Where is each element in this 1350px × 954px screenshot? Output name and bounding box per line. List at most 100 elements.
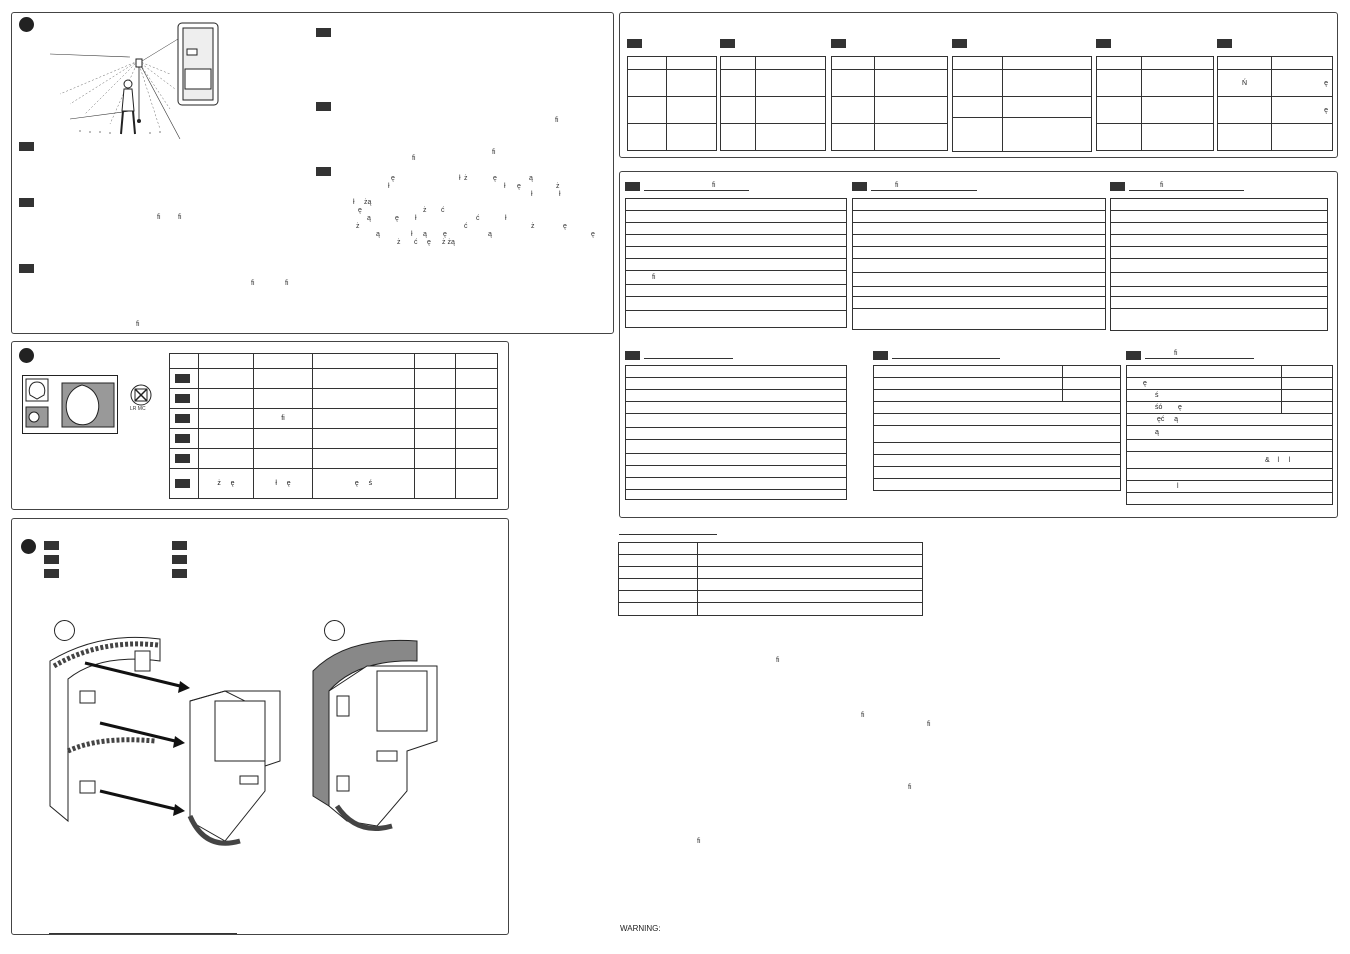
step-marker-1: [19, 17, 34, 32]
assembly-drawing-exploded: [49, 636, 281, 846]
glyph: ć: [441, 207, 445, 214]
glyph: ę: [391, 175, 395, 182]
label-tag: [1126, 351, 1141, 360]
glyph: ć: [414, 239, 418, 246]
glyph: l: [1177, 483, 1179, 490]
glyph: ﬁ: [178, 214, 182, 221]
label-tag: [172, 541, 187, 550]
glyph: ł: [504, 183, 506, 190]
label-tag: [625, 351, 640, 360]
step-marker-2: [19, 348, 34, 363]
manufacturer-mark: LR MC: [130, 406, 146, 412]
glyph: &: [1265, 456, 1270, 464]
function-list-4: [625, 365, 847, 500]
glyph: ż: [356, 223, 360, 230]
installation-illustration: [50, 22, 219, 139]
glyph: ś: [368, 480, 373, 487]
glyph: ﬁ: [1174, 350, 1178, 357]
glyph: ż: [217, 480, 221, 487]
label-tag: [316, 102, 331, 111]
glyph: ą: [529, 175, 533, 182]
glyph: ﬁ: [157, 214, 161, 221]
label-tag: [852, 182, 867, 191]
glyph: ę: [358, 207, 362, 214]
glyph: ż: [423, 207, 427, 214]
mode-table-4: [952, 56, 1092, 152]
glyph: ą: [367, 215, 371, 222]
label-tag: [44, 555, 59, 564]
label-tag: [1096, 39, 1111, 48]
glyph: ć: [476, 215, 480, 222]
glyph: ﬁ: [712, 182, 716, 189]
glyph: ﬁ: [697, 838, 701, 845]
step-marker-3: [21, 539, 36, 554]
glyph: ę: [395, 215, 399, 222]
glyph: ę: [1143, 380, 1147, 387]
glyph: ę: [493, 175, 497, 182]
glyph: ę: [443, 231, 447, 238]
glyph: ł: [459, 175, 461, 182]
glyph: ł: [353, 199, 355, 206]
glyph: l: [1277, 456, 1280, 464]
glyph: ą: [1155, 429, 1159, 436]
glyph: ł: [415, 215, 417, 222]
function-table-6: ę ś śó ę ęć ą ą & l l l: [1126, 365, 1333, 505]
label-tag: [19, 142, 34, 151]
crossed-box-icon: [130, 384, 152, 406]
glyph: ę: [1177, 404, 1182, 411]
step-marker-b: [324, 620, 345, 641]
label-tag: [316, 28, 331, 37]
settings-table: ﬁ ż ę ł ę ę ś: [169, 353, 498, 499]
label-tag: [44, 569, 59, 578]
glyph: ę: [1324, 106, 1328, 114]
glyph: ﬁ: [285, 280, 289, 287]
assembly-drawing-assembled: [312, 639, 438, 831]
glyph: ﬁ: [136, 321, 140, 328]
glyph: ą: [376, 231, 380, 238]
section-sensitivity-panel: LR MC ﬁ ż ę ł ę ę ś: [11, 341, 509, 510]
section-assembly-panel: [11, 518, 509, 935]
heading-rule: [644, 190, 749, 191]
glyph: ś: [1155, 392, 1159, 399]
specifications-table: [618, 542, 923, 616]
mode-table-2: [720, 56, 826, 151]
label-tag: [44, 541, 59, 550]
glyph: ﬁ: [927, 721, 931, 728]
label-tag: [952, 39, 967, 48]
label-tag: [19, 198, 34, 207]
glyph: ﬁ: [412, 155, 416, 162]
section-function-lists-panel: ﬁ ﬁ ﬁ ﬁ ﬁ: [619, 171, 1338, 518]
glyph: ﬁ: [776, 657, 780, 664]
glyph: ż: [531, 223, 535, 230]
glyph: ł: [275, 480, 277, 487]
label-tag: [627, 39, 642, 48]
glyph: ą: [488, 231, 492, 238]
label-tag: [175, 479, 190, 488]
heading-rule: [1129, 190, 1244, 191]
label-tag: [175, 434, 190, 443]
warning-label: WARNING:: [620, 924, 661, 933]
glyph: ę: [354, 480, 359, 487]
label-tag: [172, 555, 187, 564]
label-tag: [625, 182, 640, 191]
heading-rule: [1145, 358, 1254, 359]
glyph: ą: [423, 231, 427, 238]
glyph: ę: [1324, 79, 1328, 87]
glyph: ę: [286, 480, 291, 487]
heading-rule: [644, 358, 733, 359]
glyph: ę: [563, 223, 567, 230]
glyph: ł: [505, 215, 507, 222]
glyph: ﬁ: [895, 182, 899, 189]
glyph: ż: [464, 175, 468, 182]
function-list-3: [1110, 198, 1328, 331]
rule: [49, 933, 237, 934]
function-list-2: [852, 198, 1106, 330]
label-tag: [175, 414, 190, 423]
step-marker-a: [54, 620, 75, 641]
heading-rule: [619, 534, 717, 535]
glyph: l: [1288, 456, 1291, 464]
glyph: ﬁ: [908, 784, 912, 791]
label-tag: [1110, 182, 1125, 191]
function-list-1: ﬁ: [625, 198, 847, 328]
